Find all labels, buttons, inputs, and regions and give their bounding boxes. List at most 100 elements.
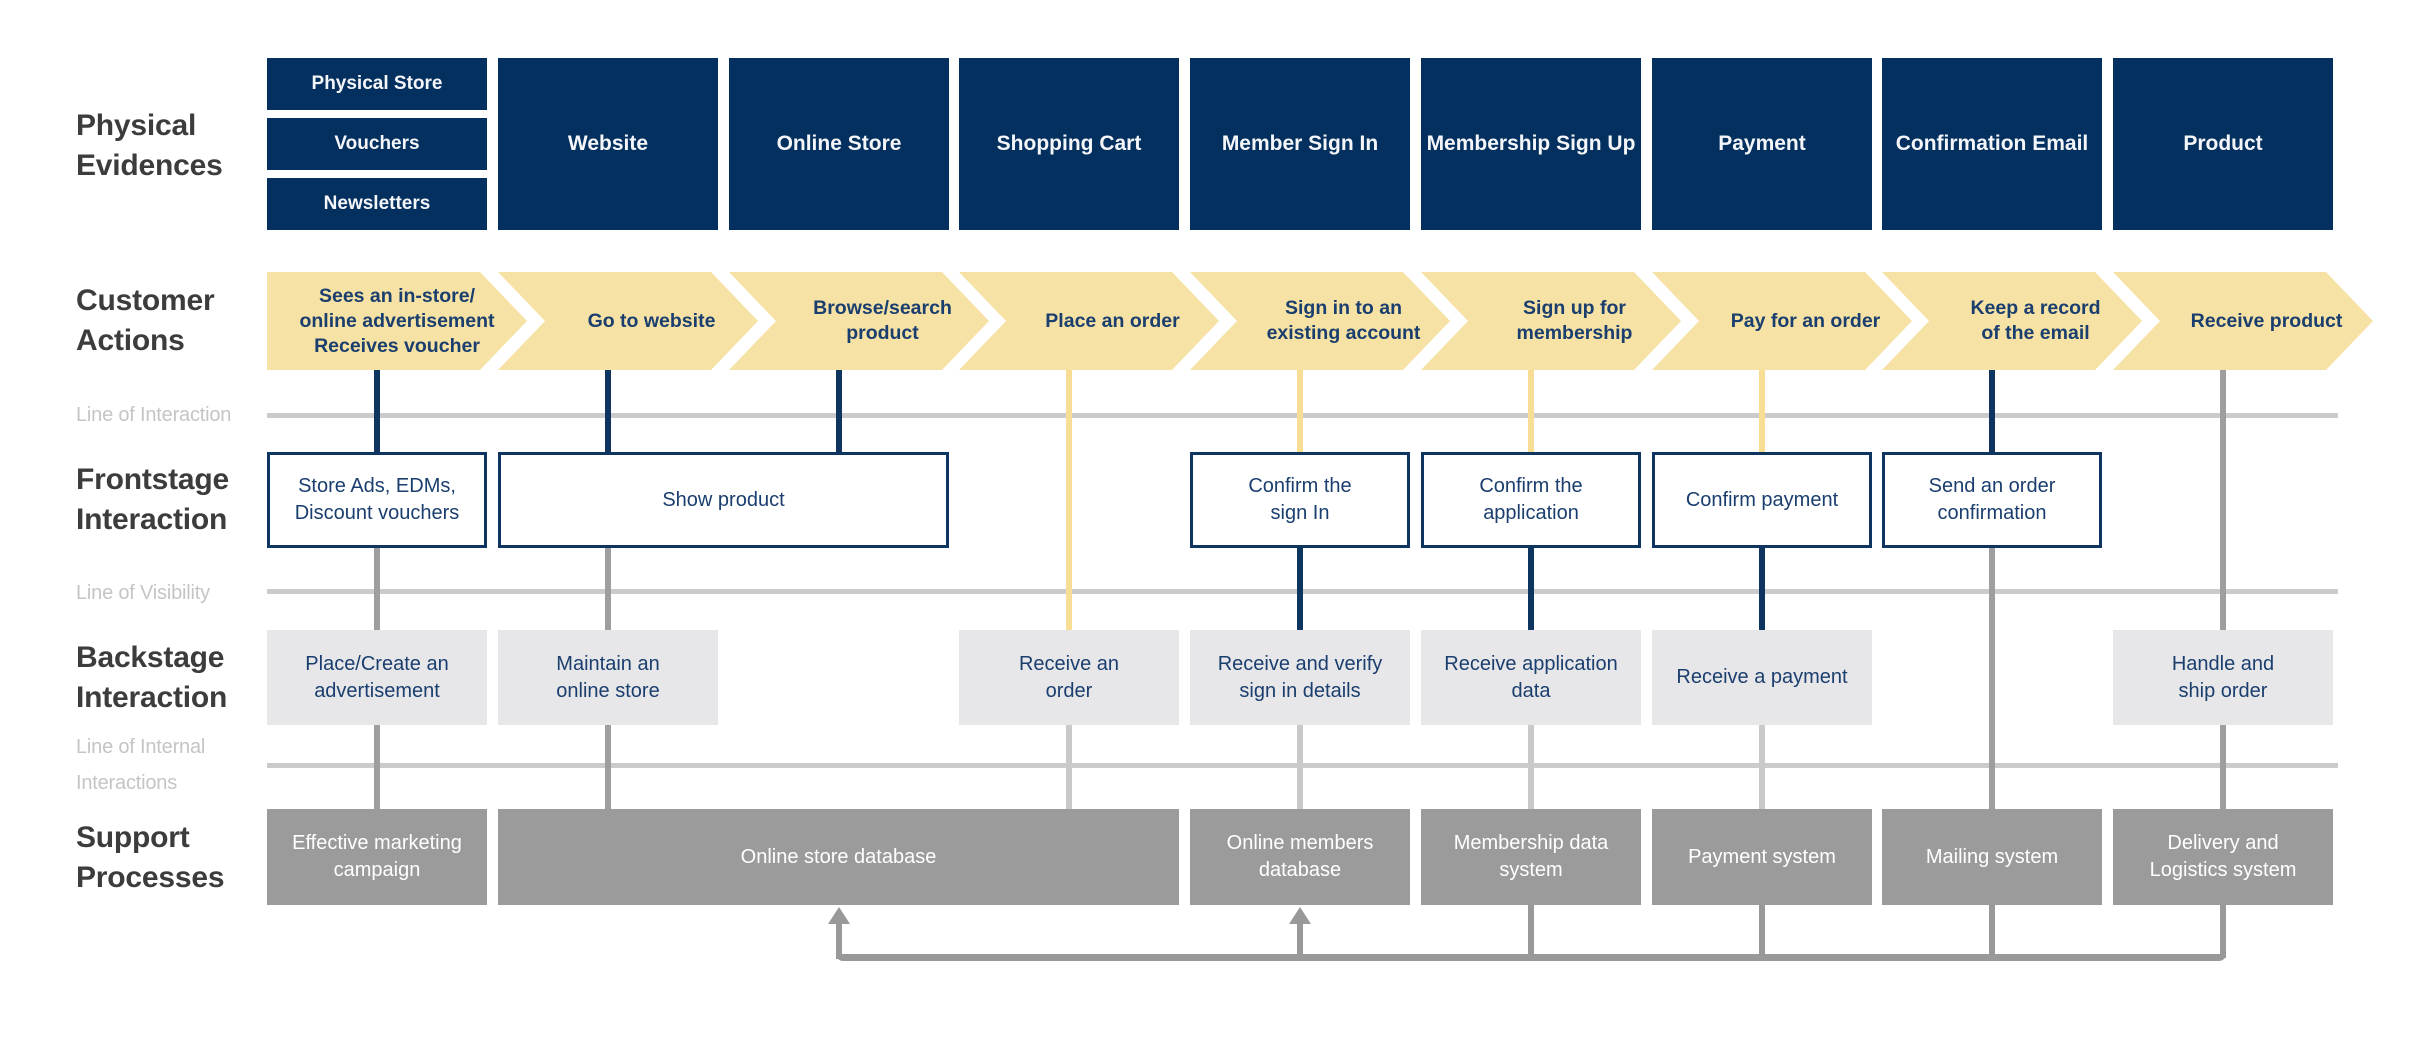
label-line: Receive and verify (1217, 652, 1383, 675)
frontstage-box-confirm-the-sign-in: Confirm the sign In (1190, 452, 1410, 548)
feedback-arrow-stem-col5 (1297, 921, 1303, 959)
label-line: Online members (1226, 832, 1374, 854)
label-line: Delivery and (2167, 832, 2279, 854)
connector-gray-col9 (2220, 368, 2226, 636)
feedback-stub-col7 (1759, 903, 1765, 958)
label-line: Sign up for (1523, 297, 1626, 319)
line-of-visibility-label: Line of Visibility (76, 582, 210, 604)
line-of-interaction-label: Line of Interaction (76, 404, 232, 426)
connector-graylight-col5 (1297, 721, 1303, 815)
connector-graylight-col7 (1759, 721, 1765, 815)
label-line: Go to website (587, 309, 716, 332)
customer-action-arrow-4: Place an order (959, 272, 1219, 370)
feedback-stub-col8 (1989, 903, 1995, 958)
label-line: Receive an (1018, 652, 1120, 675)
connector-yellow-col6 (1528, 368, 1534, 458)
label-line: product (846, 322, 919, 344)
label-line: Payment system (1688, 845, 1836, 868)
label-line: Discount vouchers (294, 502, 460, 524)
label-line: online advertisement (299, 309, 495, 332)
physical-evidence-box-member-sign-in: Member Sign In (1190, 58, 1410, 230)
frontstage-box-store-ads-edms-discount-vouchers: Store Ads, EDMs,Discount vouchers (267, 452, 487, 548)
feedback-arrowhead-col3 (828, 907, 850, 924)
support-box-payment-system: Payment system (1652, 809, 1872, 905)
customer-action-arrow-3: Browse/search product (729, 272, 989, 370)
physical-evidence-box-vouchers: Vouchers (267, 118, 487, 170)
label-line: advertisement (314, 679, 440, 702)
label-line: sign In (1270, 502, 1330, 524)
connector-yellow-col7 (1759, 368, 1765, 458)
connector-navy-col2 (605, 368, 611, 458)
connector-gray-col8 (1989, 540, 1995, 815)
label-line: Confirm the (1479, 475, 1583, 497)
label-line: Membership data (1453, 832, 1609, 854)
backstage-box-handle-and-ship-order: Handle and ship order (2113, 630, 2333, 725)
customer-action-arrow-7: Pay for an order (1652, 272, 1912, 370)
connector-navy-col5 (1297, 540, 1303, 636)
label-line: Receive application (1444, 652, 1618, 675)
customer-action-arrow-9: Receive product (2113, 272, 2373, 370)
connector-gray-col2 (605, 540, 611, 636)
label-line: Sees an in-store/ (318, 284, 476, 307)
label-line: Handle and (2171, 652, 2275, 675)
customer-action-arrow-8: Keep a record of the email (1882, 272, 2142, 370)
label-line: data (1511, 679, 1551, 702)
label-line: Confirm the (1248, 475, 1352, 497)
label-line: campaign (333, 859, 421, 881)
physical-evidence-box-online-store: Online Store (729, 58, 949, 230)
label-line: sign in details (1239, 679, 1361, 702)
label-line: Online store database (740, 845, 937, 868)
label-line: Browse/search (813, 297, 952, 319)
connector-graylight-col6 (1528, 721, 1534, 815)
connector-yellow-col5 (1297, 368, 1303, 458)
connector-gray-col1 (374, 721, 380, 815)
label-line: Keep a record (1970, 297, 2101, 319)
connector-navy-col8 (1989, 368, 1995, 458)
row-label-frontstage-interaction: Frontstage Interaction (76, 463, 230, 536)
label-line: Place an order (1045, 309, 1180, 332)
frontstage-box-confirm-the-application: Confirm the application (1421, 452, 1641, 548)
frontstage-box-show-product: Show product (498, 452, 949, 548)
label-line: Logistics system (2149, 859, 2297, 881)
line-of-internal-interactions-label: Line of Internal Interactions (76, 736, 206, 794)
frontstage-box-confirm-payment: Confirm payment (1652, 452, 1872, 548)
label-line: Confirm payment (1685, 488, 1839, 511)
label-line: application (1483, 502, 1579, 524)
label-line: Receives voucher (314, 334, 480, 357)
connector-navy-col3 (836, 368, 842, 458)
connector-gray-col2 (605, 721, 611, 815)
connector-gray-col9 (2220, 721, 2226, 815)
customer-action-arrow-2: Go to website (498, 272, 758, 370)
label-line: ship order (2178, 679, 2268, 702)
feedback-stub-col6 (1528, 903, 1534, 958)
physical-evidence-box-website: Website (498, 58, 718, 230)
physical-evidence-box-product: Product (2113, 58, 2333, 230)
physical-evidence-box-membership-sign-up: Membership Sign Up (1421, 58, 1641, 230)
label-line: Pay for an order (1730, 309, 1881, 332)
connector-yellow-col4 (1066, 368, 1072, 636)
row-label-customer-actions: Customer Actions (76, 284, 215, 357)
support-box-mailing-system: Mailing system (1882, 809, 2102, 905)
label-line: Receive product (2190, 309, 2343, 332)
backstage-box-receive-application-data: Receive application data (1421, 630, 1641, 725)
label-line: Maintain an (556, 652, 660, 675)
physical-evidence-box-payment: Payment (1652, 58, 1872, 230)
backstage-box-receive-a-payment: Receive a payment (1652, 630, 1872, 725)
label-line: Effective marketing (292, 832, 462, 854)
connector-navy-col7 (1759, 540, 1765, 636)
label-line: confirmation (1937, 502, 2047, 524)
label-line: of the email (1981, 322, 2090, 344)
connector-gray-col1 (374, 540, 380, 636)
connector-navy-col1 (374, 368, 380, 458)
row-label-physical-evidences: Physical Evidences (76, 109, 223, 182)
backstage-box-receive-and-verify-sign-in-details: Receive and verify sign in details (1190, 630, 1410, 725)
